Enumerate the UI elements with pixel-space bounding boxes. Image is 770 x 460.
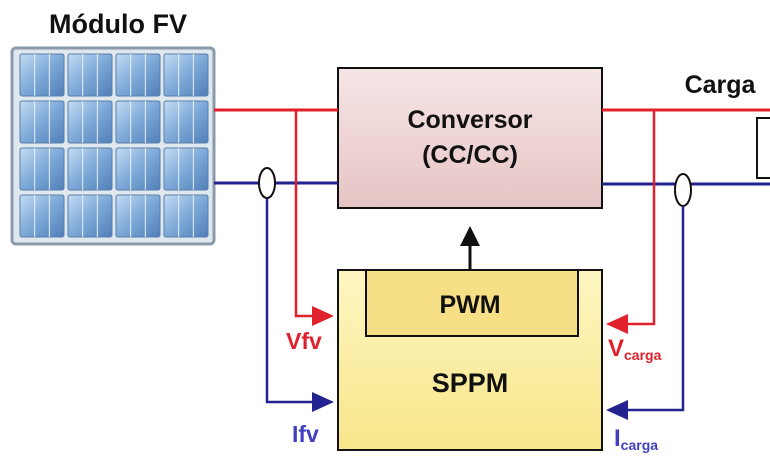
pwm-label: PWM — [439, 291, 500, 319]
pv-cell — [115, 100, 161, 144]
pv-cell — [19, 147, 65, 191]
vcarga-label: Vcarga — [608, 335, 662, 363]
converter-block — [337, 67, 603, 209]
ifv-current-sensor-icon — [258, 167, 276, 199]
pv-cell — [163, 53, 209, 97]
pv-cell — [67, 53, 113, 97]
pv-cell — [115, 194, 161, 238]
pv-cell — [19, 194, 65, 238]
pv-cell — [67, 100, 113, 144]
ifv-label: Ifv — [292, 421, 319, 447]
pwm-to-converter-arrow — [460, 226, 480, 270]
module-title: Módulo FV — [49, 9, 187, 39]
sppm-label: SPPM — [432, 368, 509, 398]
pv-cell — [67, 194, 113, 238]
pv-cell — [163, 194, 209, 238]
pv-cell — [19, 100, 65, 144]
vfv-sense-wire — [294, 110, 330, 318]
pv-cell — [115, 147, 161, 191]
vcarga-sense-wire — [612, 110, 656, 326]
converter-sublabel: (CC/CC) — [422, 141, 518, 169]
pv-cell — [163, 147, 209, 191]
vfv-label: Vfv — [286, 328, 322, 354]
load-label: Carga — [685, 71, 757, 99]
icarga-label: Icarga — [614, 425, 658, 453]
pwm-block — [365, 269, 579, 337]
icarga-sense-wire — [612, 206, 685, 412]
ifv-sense-wire — [265, 198, 330, 404]
pv-cell — [115, 53, 161, 97]
pv-cell — [19, 53, 65, 97]
pv-cell — [163, 100, 209, 144]
pv-module-icon — [10, 46, 216, 246]
pv-cell — [67, 147, 113, 191]
converter-label: Conversor — [407, 106, 532, 134]
icarga-current-sensor-icon — [674, 173, 692, 207]
load-resistor-icon — [756, 117, 770, 179]
